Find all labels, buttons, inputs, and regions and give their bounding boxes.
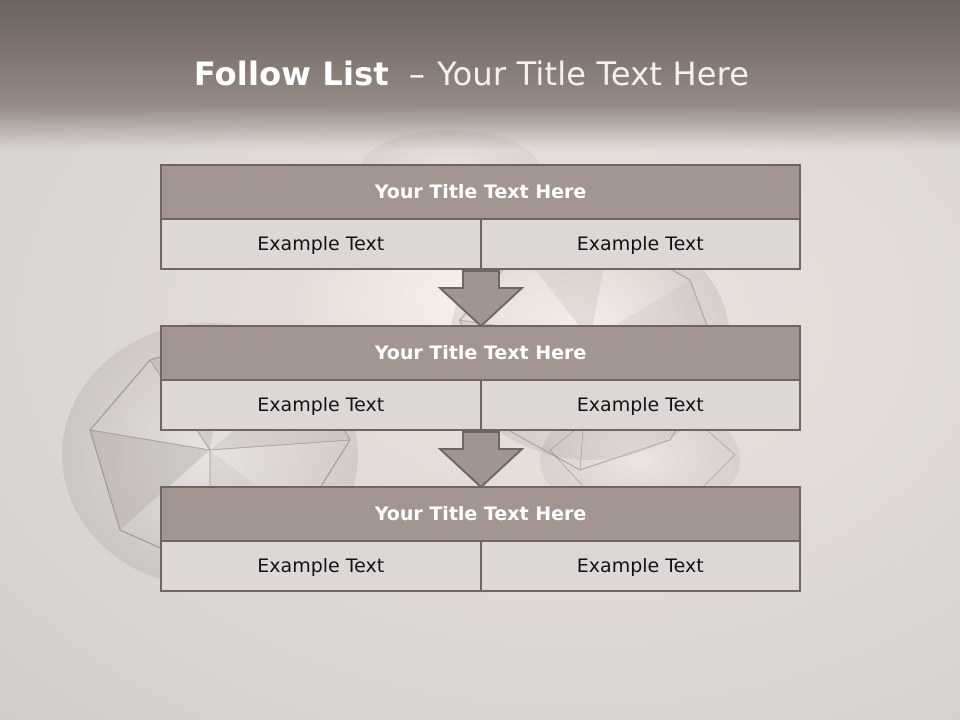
block-cell-left: Example Text	[160, 381, 482, 431]
block-row: Example Text Example Text	[160, 542, 801, 592]
block-cell-left: Example Text	[160, 542, 482, 592]
slide-title-bold: Follow List	[193, 55, 389, 93]
block-cell-right: Example Text	[479, 542, 801, 592]
slide-title: Follow List–Your Title Text Here	[0, 55, 943, 93]
block-cell-right: Example Text	[479, 381, 801, 431]
block-row: Example Text Example Text	[160, 220, 801, 270]
list-block-2: Your Title Text Here Example Text Exampl…	[160, 325, 801, 431]
slide-title-separator: –	[408, 55, 426, 93]
block-row: Example Text Example Text	[160, 381, 801, 431]
list-block-1: Your Title Text Here Example Text Exampl…	[160, 164, 801, 270]
block-title: Your Title Text Here	[160, 325, 801, 381]
slide-title-subtitle: Your Title Text Here	[437, 55, 750, 93]
header-band	[0, 0, 960, 150]
block-cell-left: Example Text	[160, 220, 482, 270]
block-cell-right: Example Text	[479, 220, 801, 270]
block-title: Your Title Text Here	[160, 486, 801, 542]
down-arrow-icon	[437, 431, 525, 489]
list-block-3: Your Title Text Here Example Text Exampl…	[160, 486, 801, 592]
block-title: Your Title Text Here	[160, 164, 801, 220]
down-arrow-icon	[437, 270, 525, 328]
